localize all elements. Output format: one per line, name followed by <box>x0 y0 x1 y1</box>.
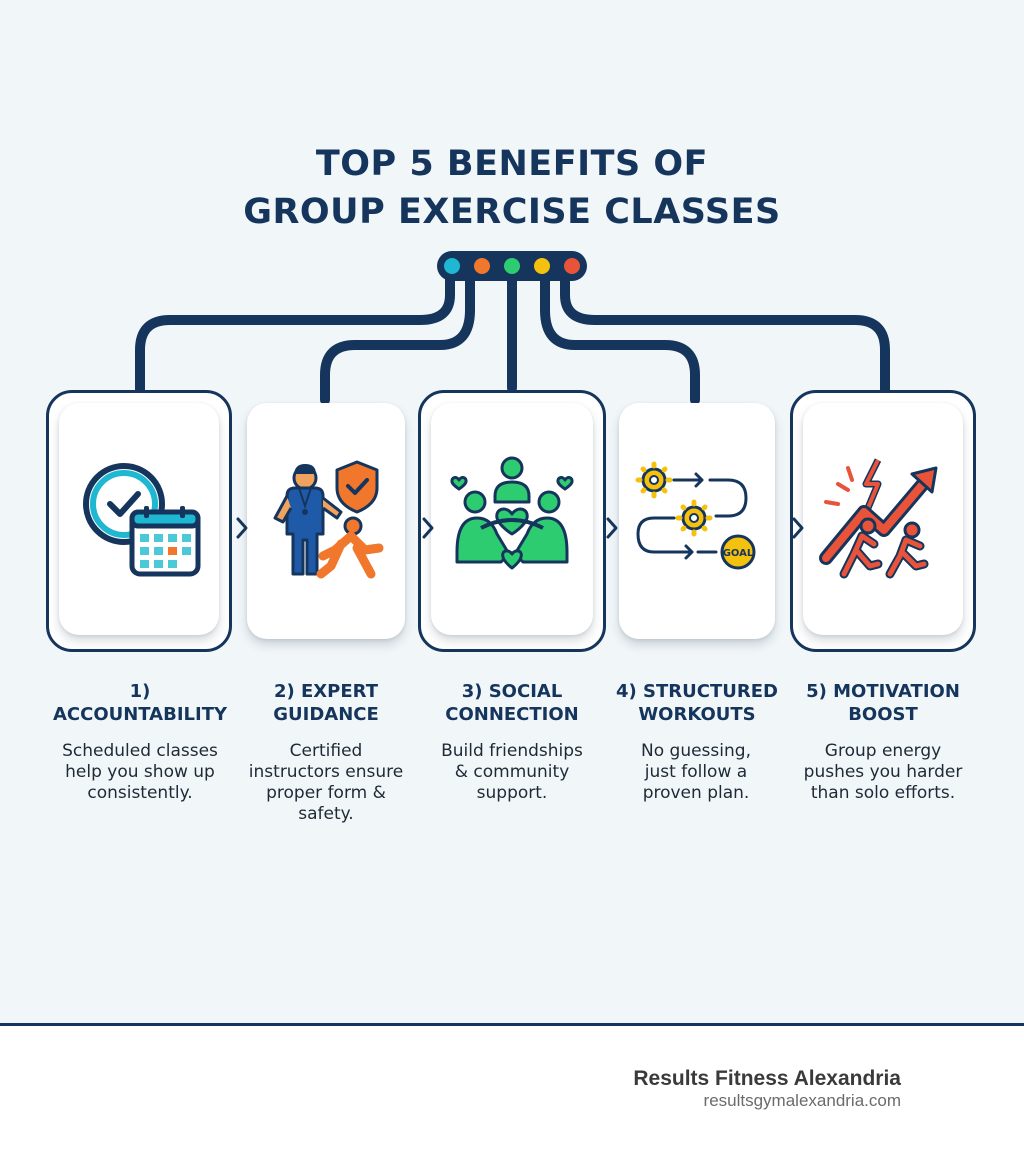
brand-name: Results Fitness Alexandria <box>633 1067 901 1090</box>
benefit-card-5 <box>790 390 976 652</box>
hub-dot-2 <box>474 258 490 274</box>
hub-dot-5 <box>564 258 580 274</box>
benefit-description-3: Build friendships & community support. <box>441 741 583 803</box>
footer-divider <box>0 1023 1024 1026</box>
page-title: TOP 5 BENEFITS OF GROUP EXERCISE CLASSES <box>0 140 1024 236</box>
benefit-label-4: 4) STRUCTURED WORKOUTS <box>616 681 778 725</box>
connector-line-4 <box>540 270 700 405</box>
gears-goal-path-icon: GOAL <box>635 461 756 570</box>
title-line-2: GROUP EXERCISE CLASSES <box>243 192 781 232</box>
chevron-right-icon <box>236 517 248 539</box>
connector-line-1 <box>135 270 455 395</box>
benefit-label-3: 3) SOCIAL CONNECTION <box>445 681 579 725</box>
hub-dot-4 <box>534 258 550 274</box>
benefit-card-4: GOAL <box>616 390 778 652</box>
community-heart-icon <box>450 456 574 570</box>
website-url[interactable]: resultsgymalexandria.com <box>703 1091 901 1110</box>
benefit-card-2 <box>244 390 408 652</box>
title-line-1: TOP 5 BENEFITS OF <box>315 144 709 184</box>
connector-line-5 <box>560 270 890 395</box>
hub-dot-1 <box>444 258 460 274</box>
footer <box>0 1026 1024 1154</box>
hub-dot-3 <box>504 258 520 274</box>
instructor-shield-icon <box>273 460 384 579</box>
benefit-label-5: 5) MOTIVATION BOOST <box>806 681 960 725</box>
benefit-card-3 <box>418 390 606 652</box>
goal-text: GOAL <box>723 548 754 559</box>
runners-arrow-icon <box>819 458 938 579</box>
chevron-right-icon <box>606 517 618 539</box>
benefit-description-5: Group energy pushes you harder than solo… <box>803 741 963 803</box>
connector-line-2 <box>320 270 475 405</box>
benefit-label-2: 2) EXPERT GUIDANCE <box>273 681 379 725</box>
benefit-description-1: Scheduled classes help you show up consi… <box>62 741 218 803</box>
benefit-description-4: No guessing, just follow a proven plan. <box>641 741 751 803</box>
benefit-card-1 <box>46 390 232 652</box>
chevron-right-icon <box>422 517 434 539</box>
benefit-description-2: Certified instructors ensure proper form… <box>248 741 404 824</box>
benefit-label-1: 1) ACCOUNTABILITY <box>52 681 228 725</box>
connector-tree <box>135 251 890 405</box>
chevron-right-icon <box>792 517 804 539</box>
clock-calendar-icon <box>83 463 201 577</box>
